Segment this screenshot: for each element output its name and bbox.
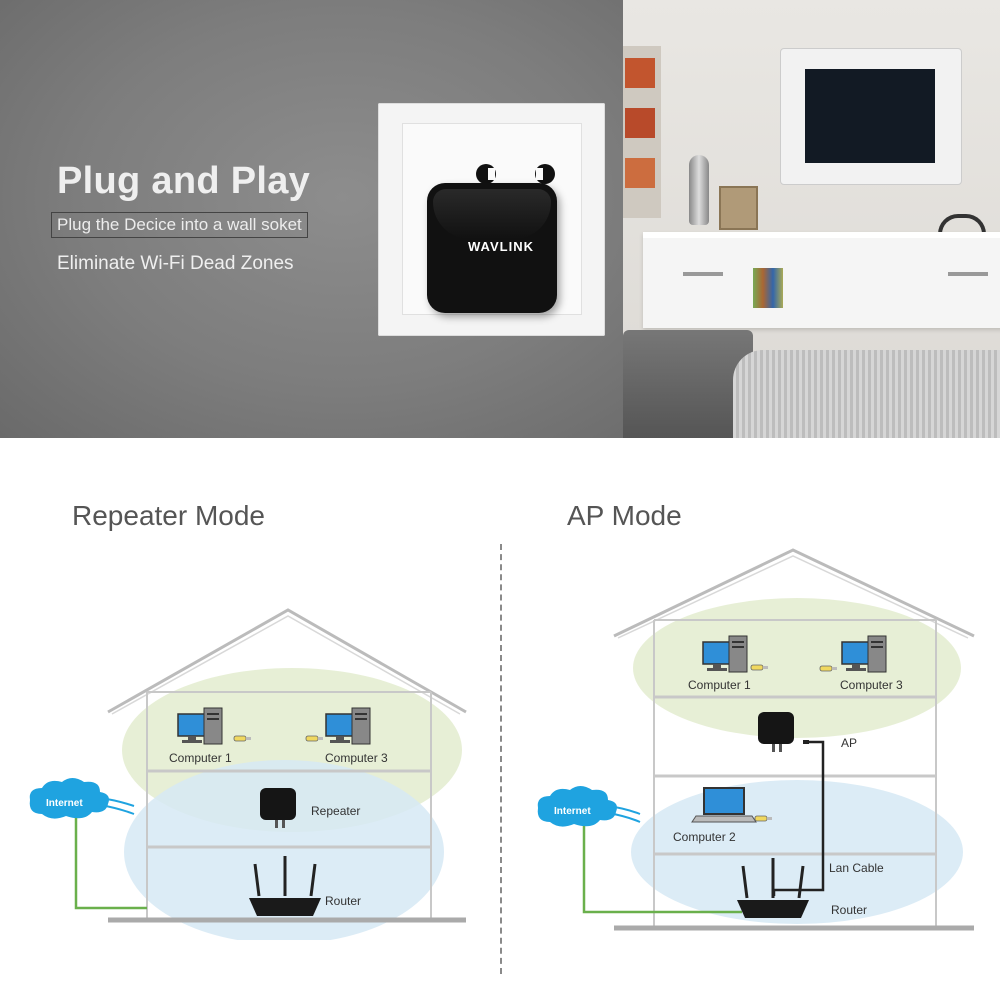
headphones-icon [938, 214, 986, 240]
repeater-device-icon [260, 788, 296, 820]
ap-mode-title: AP Mode [567, 500, 682, 531]
living-room-photo [623, 0, 1000, 438]
repeater-computer-1-label: Computer 1 [169, 751, 232, 765]
rug [733, 350, 1000, 438]
magazine [625, 108, 655, 138]
magazine-rack [623, 46, 661, 218]
wall-outlet-image: WAVLINK [378, 103, 605, 336]
hero-headline: Plug and Play [57, 160, 311, 202]
laptop-icon [703, 787, 745, 815]
ap-mode-diagram: Internet Computer 1 Computer 3 AP Lan Ca… [537, 548, 975, 931]
books [753, 268, 783, 308]
tv-screen [805, 69, 935, 163]
cabinet-handle [683, 272, 723, 276]
vase [689, 155, 709, 225]
cabinet-handle [948, 272, 988, 276]
sofa [623, 330, 753, 438]
ap-device-icon [758, 712, 794, 744]
ap-computer-3-label: Computer 3 [840, 678, 903, 692]
tv-cabinet [643, 232, 1000, 328]
hero-banner: Plug and Play Plug the Decice into a wal… [0, 0, 1000, 438]
hero-subtitle-boxed: Plug the Decice into a wall soket [51, 212, 308, 238]
socket-hole-left [476, 164, 496, 184]
repeater-internet-label: Internet [46, 798, 83, 809]
ap-computer-1-label: Computer 1 [688, 678, 751, 692]
repeater-router-label: Router [325, 894, 361, 908]
brand-logo: WAVLINK [468, 239, 534, 254]
ap-label: AP [841, 736, 857, 750]
repeater-computer-3-label: Computer 3 [325, 751, 388, 765]
ap-router-label: Router [831, 903, 867, 917]
ap-computer-2-label: Computer 2 [673, 830, 736, 844]
hero-left-panel: Plug and Play Plug the Decice into a wal… [0, 0, 623, 438]
repeater-label: Repeater [311, 804, 360, 818]
ap-internet-label: Internet [554, 806, 591, 817]
lan-cable-label: Lan Cable [829, 861, 884, 875]
photo-frame [719, 186, 758, 230]
magazine [625, 58, 655, 88]
repeater-mode-diagram: Internet Computer 1 Computer 3 Repeater … [29, 608, 467, 940]
hero-subtitle: Eliminate Wi-Fi Dead Zones [57, 253, 294, 274]
mode-divider [500, 544, 502, 974]
socket-hole-right [535, 164, 555, 184]
repeater-mode-title: Repeater Mode [72, 500, 266, 531]
extender-device [427, 183, 557, 313]
magazine [625, 158, 655, 188]
television [780, 48, 962, 185]
